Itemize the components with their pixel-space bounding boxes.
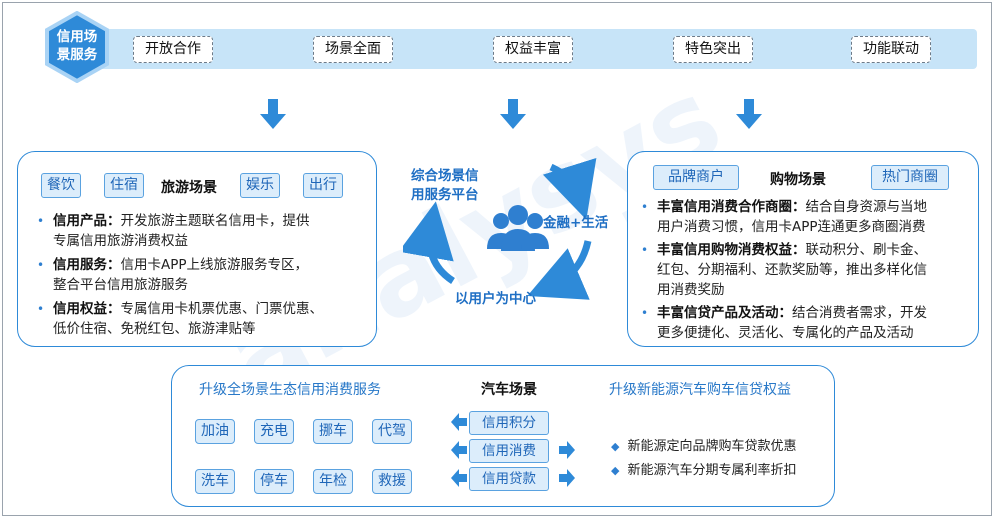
chip-entertainment: 娱乐	[240, 173, 280, 198]
service-chip: 加油	[195, 419, 235, 444]
finance-life-label: 金融+生活	[543, 215, 609, 231]
down-arrow-icon	[260, 99, 286, 129]
list-item: •丰富信用购物消费权益：联动积分、刷卡金、红包、分期福利、还款奖励等，推出多样化…	[641, 242, 927, 298]
chip-lodging: 住宿	[104, 173, 144, 198]
service-chip: 代驾	[372, 419, 412, 444]
car-title: 汽车场景	[481, 382, 537, 398]
users-icon	[487, 205, 549, 251]
benefit-item: ◆新能源汽车分期专属利率折扣	[611, 463, 797, 478]
travel-bullets: •信用产品：开发旅游主题联名信用卡，提供专属信用旅游消费权益 •信用服务：信用卡…	[37, 211, 373, 343]
left-arrow-icon	[451, 469, 467, 487]
list-item: •信用产品：开发旅游主题联名信用卡，提供专属信用旅游消费权益	[37, 213, 310, 249]
diamond-icon: ◆	[611, 464, 620, 477]
tag-linkage: 功能联动	[851, 36, 931, 63]
user-center-label: 以用户为中心	[455, 291, 536, 307]
badge-label: 信用场 景服务	[56, 29, 98, 63]
service-chip: 挪车	[313, 419, 353, 444]
credit-points: 信用积分	[469, 411, 549, 435]
shopping-title: 购物场景	[770, 172, 826, 188]
tag-full-scenes: 场景全面	[313, 36, 393, 63]
service-chip: 停车	[254, 469, 294, 494]
chip-dining: 餐饮	[41, 173, 81, 198]
cycle-arrow-left	[403, 201, 455, 284]
platform-label: 综合场景信 用服务平台	[411, 168, 479, 203]
credit-consumption: 信用消费	[469, 439, 549, 463]
service-chip: 充电	[254, 419, 294, 444]
service-chip: 洗车	[195, 469, 235, 494]
right-arrow-icon	[559, 469, 575, 487]
down-arrow-icon	[500, 99, 526, 129]
left-arrow-icon	[451, 413, 467, 431]
tag-rich-benefits: 权益丰富	[493, 36, 573, 63]
chip-hot-districts: 热门商圈	[871, 165, 949, 190]
diamond-icon: ◆	[611, 440, 620, 453]
down-arrow-icon	[736, 99, 762, 129]
chip-transport: 出行	[303, 173, 343, 198]
list-item: •信用服务：信用卡APP上线旅游服务专区，整合平台信用旅游服务	[37, 257, 309, 293]
car-right-heading: 升级新能源汽车购车信贷权益	[609, 382, 791, 398]
left-arrow-icon	[451, 441, 467, 459]
service-chip: 年检	[313, 469, 353, 494]
chip-brand-merchants: 品牌商户	[653, 165, 739, 190]
benefit-item: ◆新能源定向品牌购车贷款优惠	[611, 439, 797, 454]
credit-loan: 信用贷款	[469, 467, 549, 491]
list-item: •丰富信用消费合作商圈：结合自身资源与当地用户消费习惯，信用卡APP连通更多商圈…	[641, 199, 927, 235]
cycle-arrow-right	[527, 240, 592, 300]
tag-open-cooperation: 开放合作	[133, 36, 213, 63]
car-left-heading: 升级全场景生态信用消费服务	[199, 382, 381, 398]
right-arrow-icon	[559, 441, 575, 459]
list-item: •丰富信贷产品及活动：结合消费者需求，开发更多便捷化、灵活化、专属化的产品及活动	[641, 305, 927, 341]
cycle-arrow-top	[542, 157, 597, 220]
travel-title: 旅游场景	[161, 180, 217, 196]
list-item: •信用权益：专属信用卡机票优惠、门票优惠、低价住宿、免税红包、旅游津贴等	[37, 301, 323, 337]
tag-distinctive: 特色突出	[673, 36, 753, 63]
shopping-bullets: •丰富信用消费合作商圈：结合自身资源与当地用户消费习惯，信用卡APP连通更多商圈…	[641, 197, 973, 347]
service-chip: 救援	[372, 469, 412, 494]
cycle-diagram	[403, 157, 597, 300]
hexagon-badge-icon	[45, 11, 109, 83]
